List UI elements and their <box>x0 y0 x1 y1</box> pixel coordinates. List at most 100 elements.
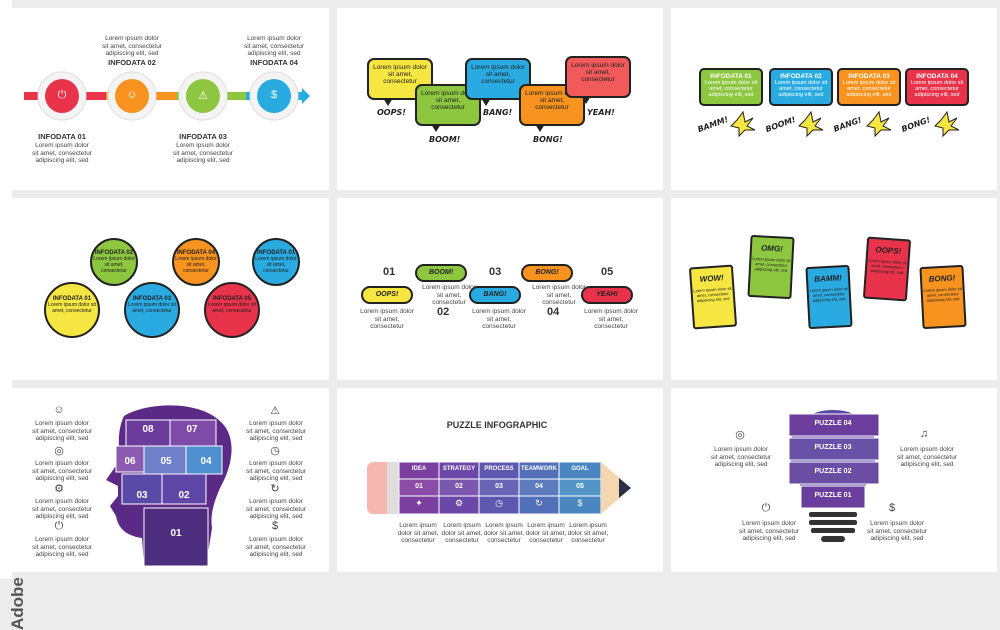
puzzle-number: 05 <box>160 456 172 467</box>
burst-decor <box>730 110 960 138</box>
pencil-label: TEAMWORK <box>521 466 557 472</box>
puzzle-number: 04 <box>200 456 212 467</box>
panel-bulb-puzzle: PUZZLE 04 PUZZLE 03 PUZZLE 02 PUZZLE 01 … <box>671 388 997 572</box>
puzzle-number: 08 <box>142 424 154 435</box>
step-number: 04 <box>547 306 560 318</box>
globe-icon: ◎ <box>735 429 745 441</box>
item-text: Lorem ipsum dolor sit amet, consectetur … <box>32 420 92 442</box>
pencil-graphic <box>367 461 631 515</box>
pencil-label: STRATEGY <box>442 466 476 472</box>
item-text: Lorem ipsum dolor sit amet, consectetur … <box>867 520 927 542</box>
pencil-number: 05 <box>576 483 584 490</box>
step-number: 02 <box>437 306 450 318</box>
dollar-icon: $ <box>271 520 279 532</box>
puzzle-number: 01 <box>170 528 182 539</box>
pencil-label: IDEA <box>411 466 427 472</box>
pencil-number: 01 <box>415 483 423 490</box>
panel-speech-bubbles: Lorem ipsum dolor sit amet, consectetur … <box>337 8 663 190</box>
item-text: Lorem ipsum dolor sit amet, consectetur … <box>246 536 306 558</box>
puzzle-title: PUZZLE INFOGRAPHIC <box>446 420 548 430</box>
item-text: Lorem ipsum dolor sit amet, consectetur … <box>246 420 306 442</box>
step-text: Lorem ipsum dolor sit amet, consectetur <box>532 284 586 306</box>
item-title: INFODATA 04 <box>250 58 298 67</box>
dollar-icon: $ <box>270 89 278 101</box>
comic-word: YEAH! <box>587 108 615 117</box>
comic-word: BANG! <box>483 108 513 117</box>
item-text: Lorem ipsum dolor sit amet, consectetur … <box>32 498 92 520</box>
refresh-icon: ↻ <box>270 483 280 495</box>
speech-bubble: Lorem ipsum dolor sit amet, consectetur <box>565 56 631 104</box>
pencil-label: GOAL <box>571 466 589 472</box>
puzzle-number: 02 <box>178 490 190 501</box>
step-text: Lorem ipsum dolor sit amet, consectetur <box>472 308 526 330</box>
bulb-label: PUZZLE 01 <box>814 492 852 499</box>
item-text: Lorem ipsum dolor sit amet, consectetur … <box>173 142 233 164</box>
comic-word: BONG! <box>533 135 563 144</box>
arrow-chain <box>24 71 310 121</box>
step-text: Lorem ipsum dolor sit amet, consectetur <box>422 284 476 306</box>
bulb-label: PUZZLE 03 <box>814 444 852 451</box>
puzzle-number: 03 <box>136 490 148 501</box>
clock-icon: ◷ <box>270 445 280 457</box>
step-number: 01 <box>383 266 396 278</box>
dollar-icon: $ <box>888 502 896 514</box>
step-text: Lorem ipsum dolor sit amet, consectetur <box>360 308 414 330</box>
item-text: Lorem ipsum dolor sit amet, consectetur … <box>897 446 957 468</box>
item-text: Lorem ipsum dolor sit amet, consectetur … <box>739 520 799 542</box>
comic-word: BOOM! <box>429 135 461 144</box>
refresh-icon: ↻ <box>535 498 543 508</box>
item-title: INFODATA 02 <box>108 58 156 67</box>
item-text: Lorem ipsum dolor sit amet, consectetur … <box>32 536 92 558</box>
item-text: Lorem ipsum dolor sit amet, consectetur … <box>102 35 162 57</box>
item-text: Lorem ipsum dolor sit amet, consectetur … <box>246 498 306 520</box>
comic-word: OOPS! <box>377 108 406 117</box>
speech-bubble: Lorem ipsum dolor sit amet, consectetur <box>519 84 585 132</box>
panel-head-puzzle: 08 07 06 05 04 03 02 01 ☺ ◎ ⚙ ⏻ ⚠ ◷ ↻ $ … <box>6 388 329 572</box>
word-pill: YEAH! <box>581 286 633 304</box>
clock-icon: ◷ <box>495 498 503 508</box>
item-title: INFODATA 03 <box>179 132 227 141</box>
power-icon: ⏻ <box>54 520 64 532</box>
item-text: Lorem ipsum dolor sit amet, consectetur … <box>32 460 92 482</box>
bell-icon: ♫ <box>919 428 929 440</box>
step-number: 05 <box>601 266 614 278</box>
panel-tall-bubbles: WOW!Lorem ipsum dolor sit amet, consecte… <box>671 198 997 380</box>
panel-circle-arrow-infographic: ⏻ ☺ ⚠ $ INFODATA 02 Lorem ipsum dolor si… <box>6 8 329 190</box>
item-text: Lorem ipsum dolor sit amet, consectetur … <box>244 35 304 57</box>
word-pill: BONG! <box>521 264 573 282</box>
word-pill: BOOM! <box>415 264 467 282</box>
pencil-number: 04 <box>535 483 543 490</box>
step-text: Lorem ipsum dolor sit amet, consectetur <box>525 522 567 544</box>
user-icon: ☺ <box>126 89 138 101</box>
lightbulb-icon: ✦ <box>415 498 423 508</box>
step-text: Lorem ipsum dolor sit amet, consectetur <box>441 522 483 544</box>
tall-bubble: OMG!Lorem ipsum dolor sit amet, consecte… <box>747 234 795 300</box>
speech-bubble: Lorem ipsum dolor sit amet, consectetur <box>367 58 433 106</box>
item-text: Lorem ipsum dolor sit amet, consectetur … <box>32 142 92 164</box>
globe-icon: ◎ <box>54 445 64 457</box>
panel-pencil-puzzle: PUZZLE INFOGRAPHIC IDEA STRATEGY PROCESS… <box>337 388 663 572</box>
tall-bubble: OOPS!Lorem ipsum dolor sit amet, consect… <box>862 236 912 302</box>
word-pill: BANG! <box>469 286 521 304</box>
head-silhouette <box>106 405 232 567</box>
pencil-number: 02 <box>455 483 463 490</box>
step-text: Lorem ipsum dolor sit amet, consectetur <box>584 308 638 330</box>
warning-icon: ⚠ <box>198 90 208 102</box>
item-text: Lorem ipsum dolor sit amet, consectetur … <box>711 446 771 468</box>
tall-bubble: BAMM!Lorem ipsum dolor sit amet, consect… <box>805 264 853 330</box>
power-icon: ⏻ <box>761 502 771 514</box>
word-pill: OOPS! <box>361 286 413 304</box>
dollar-icon: $ <box>577 498 583 508</box>
tall-bubble: BONG!Lorem ipsum dolor sit amet, consect… <box>919 264 967 330</box>
